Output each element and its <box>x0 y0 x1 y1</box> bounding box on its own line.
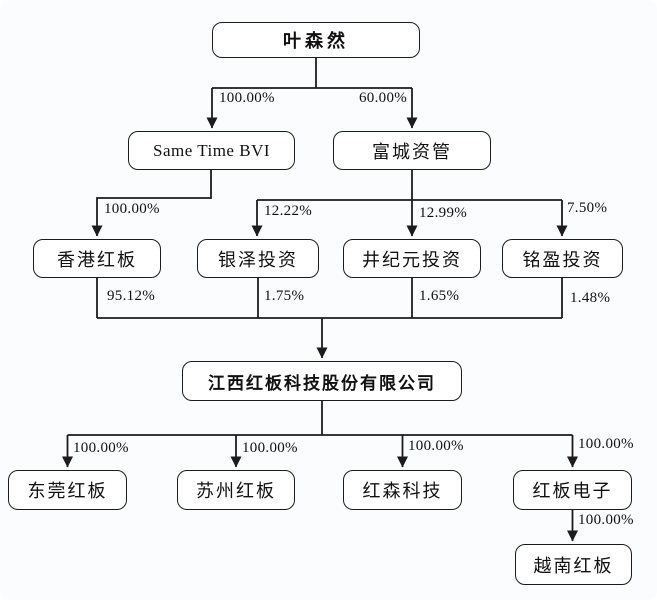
node-same-time-bvi: Same Time BVI <box>128 131 295 170</box>
node-yinze-touzi: 银泽投资 <box>197 239 319 278</box>
node-jiangxi-hongban: 江西红板科技股份有限公司 <box>182 361 462 401</box>
node-ye-senran: 叶森然 <box>212 22 420 58</box>
ownership-label-hk-to-jiangxi: 95.12% <box>107 288 156 304</box>
ownership-label-jiangxi-to-hongsen: 100.00% <box>408 438 464 454</box>
ownership-label-yinze-to-jiangxi: 1.75% <box>264 288 305 304</box>
ownership-label-ye-to-fucheng: 60.00% <box>359 90 408 106</box>
ownership-label-dianzi-to-yuenan: 100.00% <box>578 512 634 528</box>
ownership-label-jiangxi-to-dongguan: 100.00% <box>73 440 129 456</box>
ownership-label-jiangxi-to-suzhou: 100.00% <box>242 440 298 456</box>
node-suzhou-hongban: 苏州红板 <box>177 470 295 510</box>
node-hongban-dianzi: 红板电子 <box>513 470 632 510</box>
ownership-label-mingying-to-jiangxi: 1.48% <box>570 290 611 306</box>
ownership-label-ye-to-bvi: 100.00% <box>219 90 275 106</box>
node-mingying-touzi: 铭盈投资 <box>502 239 623 278</box>
node-jingjiyuan-touzi: 井纪元投资 <box>343 239 481 278</box>
ownership-label-fucheng-to-yinze: 12.22% <box>264 203 313 219</box>
ownership-label-fucheng-to-jingjiyuan: 12.99% <box>419 205 468 221</box>
node-fucheng-ziguan: 富城资管 <box>333 131 491 170</box>
ownership-label-bvi-to-hk: 100.00% <box>104 201 160 217</box>
node-hongsen-keji: 红森科技 <box>343 470 462 510</box>
ownership-label-jiangxi-to-dianzi: 100.00% <box>578 436 634 452</box>
node-dongguan-hongban: 东莞红板 <box>8 470 127 510</box>
ownership-label-fucheng-to-mingying: 7.50% <box>567 200 608 216</box>
node-hongkong-hongban: 香港红板 <box>33 239 161 278</box>
node-yuenan-hongban: 越南红板 <box>515 544 632 585</box>
ownership-label-jingjiyuan-to-jiangxi: 1.65% <box>419 288 460 304</box>
